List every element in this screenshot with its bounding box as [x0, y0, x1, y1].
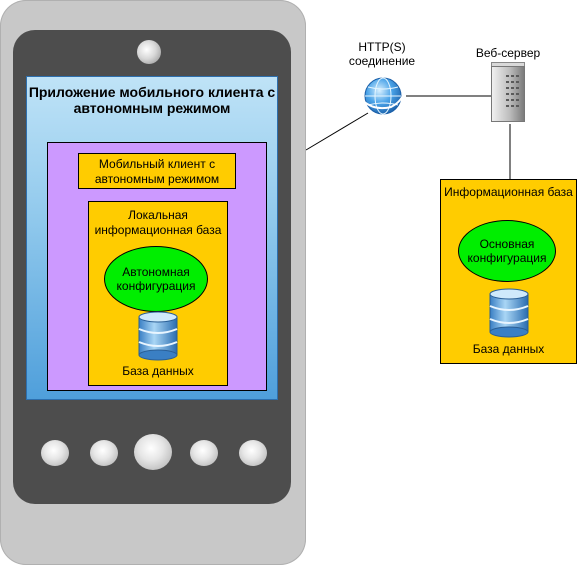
- offline-config-label: Автономная конфигурация: [116, 265, 196, 293]
- database-icon: [489, 288, 529, 338]
- connection-label: HTTP(S) соединение: [348, 40, 416, 68]
- device-button-4[interactable]: [239, 440, 267, 466]
- main-config-label: Основная конфигурация: [467, 237, 547, 265]
- database-icon: [138, 311, 178, 361]
- mobile-client-box: Мобильный клиент с автономным режимом: [78, 153, 236, 189]
- infobase-title: Информационная база: [444, 185, 573, 199]
- device-button-2[interactable]: [90, 440, 118, 466]
- server-icon: [491, 66, 525, 122]
- offline-config-ellipse: Автономная конфигурация: [104, 246, 208, 312]
- phone-to-globe-line: [305, 112, 369, 151]
- local-db-label: База данных: [122, 364, 194, 378]
- local-infobase-title: Локальная информационная база: [94, 208, 222, 237]
- server-vents: [506, 75, 519, 107]
- device-home-button[interactable]: [134, 434, 172, 470]
- device-button-1[interactable]: [41, 440, 69, 466]
- camera-icon: [137, 40, 161, 64]
- device-button-3[interactable]: [190, 440, 218, 466]
- main-config-ellipse: Основная конфигурация: [458, 220, 556, 282]
- server-db-label: База данных: [472, 342, 545, 356]
- web-server-label: Веб-сервер: [475, 46, 541, 60]
- globe-icon: [362, 77, 406, 115]
- app-title: Приложение мобильного клиента с автономн…: [28, 84, 276, 116]
